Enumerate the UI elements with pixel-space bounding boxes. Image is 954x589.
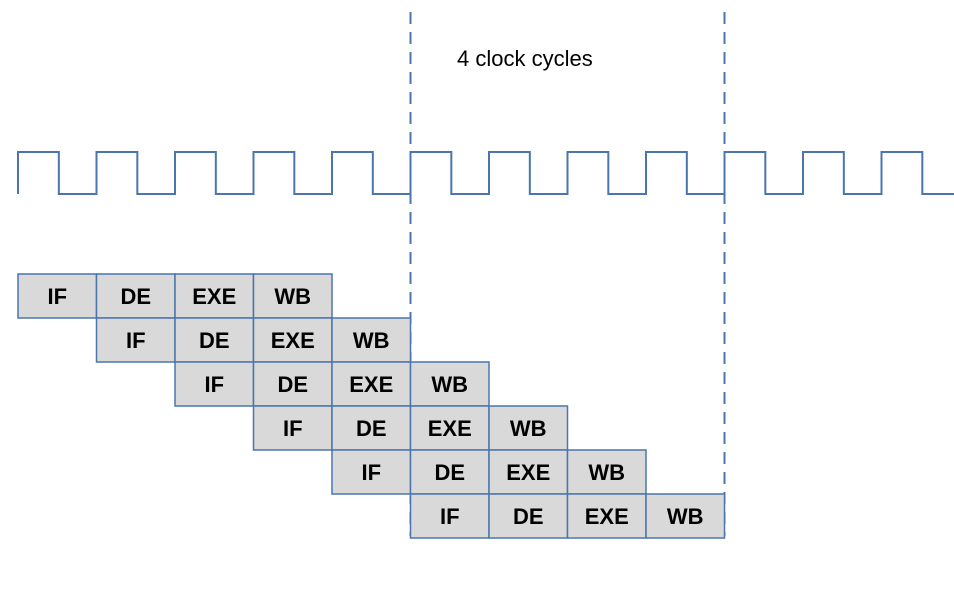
instruction-row: IF DE EXE WB [95, 317, 412, 363]
stage-cell-box [488, 405, 569, 451]
stage-cell-box [566, 449, 647, 495]
stage-cell-if: IF [331, 449, 412, 495]
stage-label: DE [434, 460, 465, 485]
clock-waveform [17, 151, 954, 195]
stage-cell-exe: EXE [488, 449, 569, 495]
stage-label: EXE [192, 284, 236, 309]
stage-cell-box [488, 493, 569, 539]
stage-cell-exe: EXE [409, 405, 490, 451]
stage-cell-box [409, 405, 490, 451]
stage-label: WB [588, 460, 625, 485]
stage-cell-wb: WB [488, 405, 569, 451]
instruction-row: IF DE EXE WB [331, 449, 647, 495]
stage-cell-wb: WB [252, 273, 333, 319]
stage-cell-box [174, 361, 255, 407]
stage-cell-de: DE [488, 493, 569, 539]
stage-label: WB [510, 416, 547, 441]
instruction-row: IF DE EXE WB [252, 405, 569, 451]
stage-cell-box [95, 317, 176, 363]
stage-cell-if: IF [174, 361, 255, 407]
stage-label: IF [361, 460, 381, 485]
stage-cell-de: DE [409, 449, 490, 495]
stage-label: WB [274, 284, 311, 309]
window-caption: 4 clock cycles [457, 46, 593, 71]
stage-cell-box [409, 361, 490, 407]
stage-cell-wb: WB [566, 449, 647, 495]
stage-cell-de: DE [252, 361, 333, 407]
stage-cell-box [645, 493, 726, 539]
stage-label: IF [47, 284, 67, 309]
stage-cell-if: IF [252, 405, 333, 451]
stage-cell-de: DE [331, 405, 412, 451]
stage-label: DE [513, 504, 544, 529]
stage-label: IF [440, 504, 460, 529]
stage-label: IF [204, 372, 224, 397]
stage-label: WB [353, 328, 390, 353]
stage-cell-wb: WB [645, 493, 726, 539]
stage-label: EXE [428, 416, 472, 441]
stage-cell-box [17, 273, 98, 319]
stage-cell-box [331, 317, 412, 363]
stage-cell-if: IF [95, 317, 176, 363]
stage-label: EXE [506, 460, 550, 485]
stage-cell-if: IF [409, 493, 490, 539]
stage-cell-exe: EXE [174, 273, 255, 319]
instruction-row: IF DE EXE WB [409, 493, 726, 539]
stage-cell-box [252, 273, 333, 319]
stage-label: DE [120, 284, 151, 309]
instruction-row: IF DE EXE WB [17, 273, 333, 319]
stage-cell-exe: EXE [331, 361, 412, 407]
stage-cell-box [566, 493, 647, 539]
stage-cell-box [174, 317, 255, 363]
stage-label: EXE [585, 504, 629, 529]
clock-window-markers [409, 12, 726, 536]
stage-cell-box [252, 317, 333, 363]
stage-cell-box [409, 493, 490, 539]
stage-label: WB [431, 372, 468, 397]
stage-label: DE [356, 416, 387, 441]
stage-cell-wb: WB [331, 317, 412, 363]
stage-cell-if: IF [17, 273, 98, 319]
stage-label: IF [283, 416, 303, 441]
stage-cell-box [331, 449, 412, 495]
stage-cell-box [252, 405, 333, 451]
stage-cell-de: DE [95, 273, 176, 319]
stage-label: EXE [271, 328, 315, 353]
stage-label: IF [126, 328, 146, 353]
pipeline-stages: IF DE EXE WB IF DE EXE WB IF DE EXE WB IF DE EXE WB IF DE… [17, 273, 726, 539]
stage-label: DE [199, 328, 230, 353]
stage-cell-exe: EXE [566, 493, 647, 539]
stage-label: EXE [349, 372, 393, 397]
clock-signal-line [17, 151, 954, 195]
stage-label: DE [277, 372, 308, 397]
stage-cell-exe: EXE [252, 317, 333, 363]
stage-label: WB [667, 504, 704, 529]
stage-cell-wb: WB [409, 361, 490, 407]
instruction-row: IF DE EXE WB [174, 361, 490, 407]
stage-cell-de: DE [174, 317, 255, 363]
stage-cell-box [331, 361, 412, 407]
